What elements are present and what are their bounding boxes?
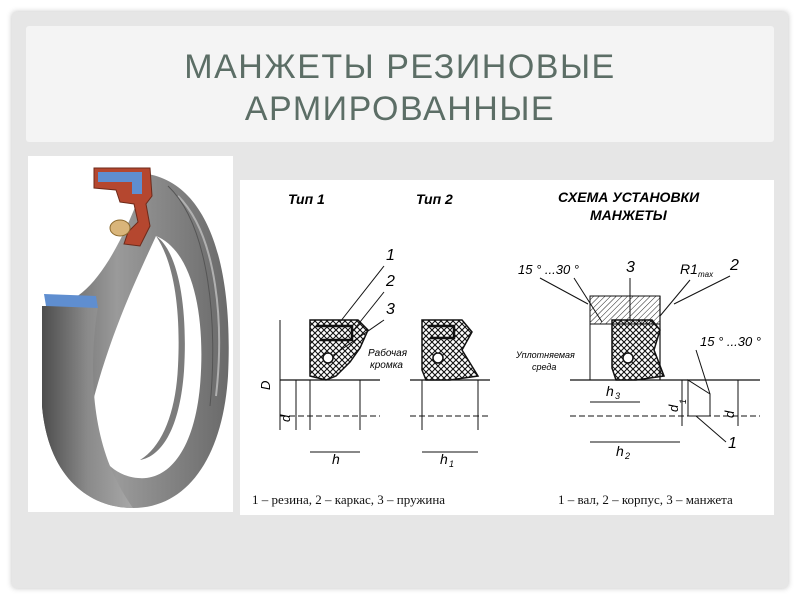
- dim-d-right: d: [722, 410, 737, 418]
- ring-stripe-1: [177, 195, 221, 397]
- drawing-svg: Тип 1 Тип 2 СХЕМА УСТАНОВКИ МАНЖЕТЫ D d …: [258, 189, 761, 469]
- type1-seal-body: [309, 319, 369, 381]
- scheme-number-3: 3: [626, 259, 635, 276]
- caption-left: 1 – резина, 2 – каркас, 3 – пружина: [252, 492, 446, 507]
- technical-drawing: Тип 1 Тип 2 СХЕМА УСТАНОВКИ МАНЖЕТЫ D d …: [240, 180, 774, 515]
- title-box: МАНЖЕТЫ РЕЗИНОВЫЕ АРМИРОВАННЫЕ: [26, 26, 774, 142]
- type2-label: Тип 2: [416, 191, 453, 207]
- scheme-title-line2: МАНЖЕТЫ: [590, 207, 668, 223]
- dim-d1: d: [666, 404, 681, 412]
- sealed-medium-line1: Уплотняемая: [515, 350, 575, 360]
- dim-d1-sub: 1: [678, 399, 688, 404]
- ring-front-face: [42, 306, 133, 508]
- radius-sub: max: [698, 270, 714, 279]
- scheme-number-2: 2: [729, 257, 739, 274]
- scheme-title-line1: СХЕМА УСТАНОВКИ: [558, 189, 700, 205]
- seal-3d-svg: [42, 167, 229, 508]
- angle-top: 15 ° ...30 °: [518, 262, 579, 277]
- seal-3d-illustration: [28, 156, 233, 512]
- ring-inner-lip: [140, 236, 185, 460]
- installation-scheme: h 3 h 2 d 1 d 15 ° ...30 ° 3 R1 max 2 Уп…: [515, 257, 761, 461]
- scheme-seal-body: [611, 319, 666, 381]
- part-number-2: 2: [385, 273, 395, 290]
- scheme-number-1: 1: [728, 435, 737, 452]
- slide-title: МАНЖЕТЫ РЕЗИНОВЫЕ АРМИРОВАННЫЕ: [26, 46, 774, 130]
- dim-h2-sub: 2: [624, 451, 630, 461]
- dim-h1-sub: 1: [449, 459, 454, 469]
- scheme-spring: [622, 352, 634, 364]
- sealed-medium-line2: среда: [532, 362, 556, 372]
- angle-right: 15 ° ...30 °: [700, 334, 761, 349]
- dim-D: D: [258, 381, 273, 390]
- working-edge-line1: Рабочая: [368, 347, 408, 359]
- part-number-3: 3: [386, 301, 395, 318]
- dim-h1: h: [440, 451, 448, 467]
- type1-spring: [322, 352, 334, 364]
- type2-section: h 1: [410, 319, 490, 469]
- type1-label: Тип 1: [288, 191, 325, 207]
- shaft-chamfer: [687, 379, 711, 417]
- garter-spring: [109, 219, 131, 237]
- type2-seal-body: [421, 319, 480, 381]
- title-line-1: МАНЖЕТЫ РЕЗИНОВЫЕ: [184, 48, 616, 86]
- part-number-1: 1: [386, 247, 395, 264]
- working-edge-line2: кромка: [370, 360, 403, 371]
- dim-d: d: [278, 414, 293, 422]
- type1-section: D d h 1 2 3 Рабочая кромка: [258, 247, 408, 467]
- dim-h3-sub: 3: [615, 391, 620, 401]
- dim-h3: h: [606, 383, 614, 399]
- title-line-2: АРМИРОВАННЫЕ: [244, 90, 556, 128]
- radius-label: R1: [680, 261, 698, 277]
- metal-insert-lower: [44, 294, 98, 308]
- type2-spring: [432, 352, 444, 364]
- dim-h: h: [332, 451, 340, 467]
- caption-right: 1 – вал, 2 – корпус, 3 – манжета: [558, 492, 733, 507]
- ring-stripe-2: [167, 185, 214, 407]
- metal-insert-profile: [98, 172, 142, 194]
- dim-h2: h: [616, 443, 624, 459]
